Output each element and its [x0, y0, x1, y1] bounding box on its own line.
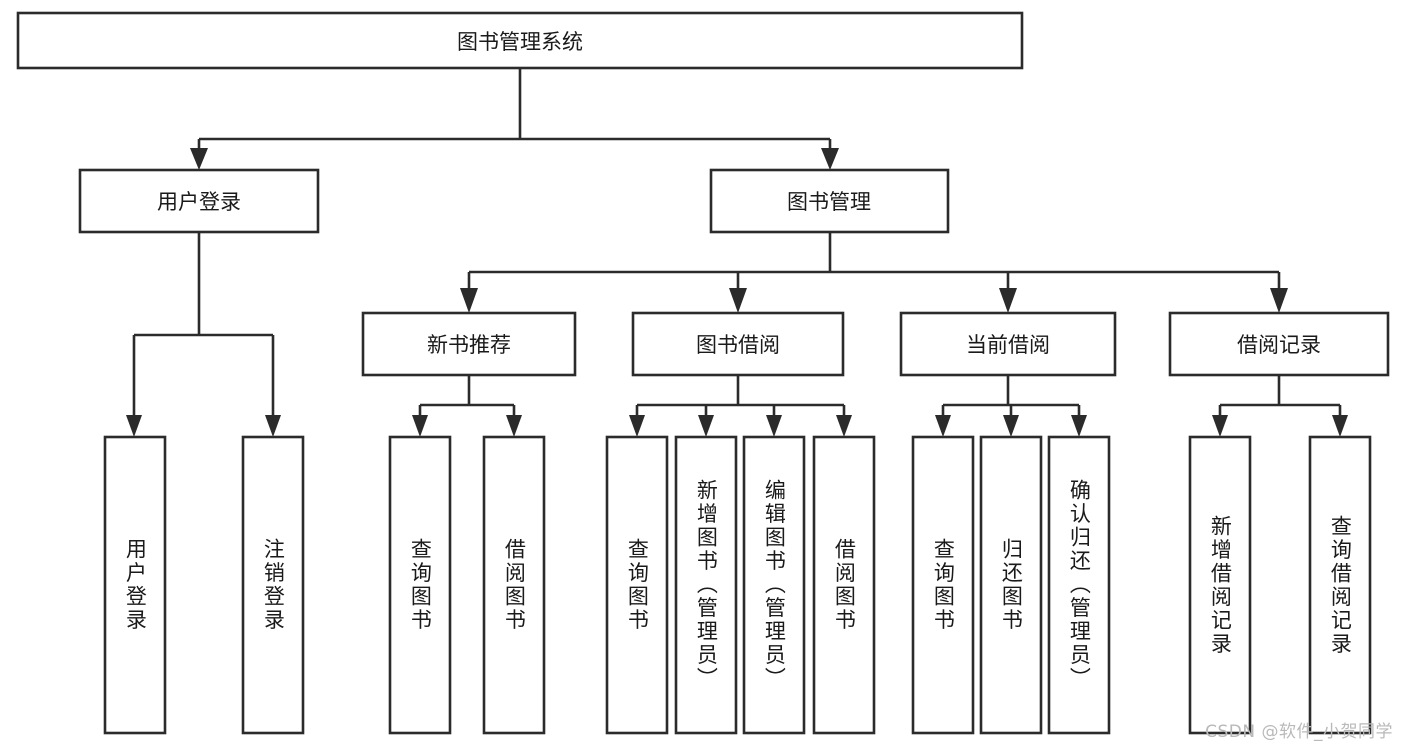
node-leaf-4[interactable] — [482, 435, 546, 735]
node-leaf-9[interactable] — [911, 435, 975, 735]
node-leaf-11[interactable] — [1047, 435, 1111, 735]
node-root[interactable] — [16, 11, 1024, 70]
arrow-icon-leaf-5 — [629, 415, 645, 437]
arrow-icon-to-newbook — [460, 288, 478, 313]
node-leaf-6[interactable] — [674, 435, 738, 735]
arrow-icon-leaf-7 — [766, 415, 782, 437]
arrow-icon-leaf-10 — [1003, 415, 1019, 437]
horizontal-label-layer: 图书管理系统 用户登录 图书管理 新书推荐 图书借阅 当前借阅 借阅记录 — [157, 30, 1321, 357]
node-book-management-label: 图书管理 — [787, 190, 871, 214]
arrow-icon-leaf-9 — [935, 415, 951, 437]
node-current-borrow[interactable] — [899, 311, 1117, 377]
node-current-borrow-label: 当前借阅 — [966, 333, 1050, 357]
node-root-label: 图书管理系统 — [457, 30, 583, 54]
node-layer — [16, 11, 1390, 735]
arrow-icon-leaf-2 — [265, 415, 281, 437]
node-book-borrow-label: 图书借阅 — [696, 333, 780, 357]
arrow-icon-to-user-login — [190, 148, 208, 170]
arrow-icon-leaf-12 — [1212, 415, 1228, 437]
node-borrow-record-label: 借阅记录 — [1237, 333, 1321, 357]
arrow-icon-leaf-6 — [698, 415, 714, 437]
node-borrow-record[interactable] — [1168, 311, 1390, 377]
arrow-icon-to-book-mgmt — [821, 148, 839, 170]
arrowhead-layer — [126, 148, 1348, 437]
node-leaf-1[interactable] — [103, 435, 167, 735]
node-user-login-label: 用户登录 — [157, 190, 241, 214]
arrow-icon-leaf-1 — [126, 415, 142, 437]
node-book-management[interactable] — [709, 168, 950, 234]
node-leaf-13[interactable] — [1308, 435, 1372, 735]
node-leaf-2[interactable] — [241, 435, 305, 735]
node-leaf-12[interactable] — [1188, 435, 1252, 735]
arrow-icon-leaf-11 — [1071, 415, 1087, 437]
arrow-icon-to-current — [999, 288, 1017, 313]
csdn-watermark: CSDN @软件_小贺同学 — [1205, 722, 1393, 742]
node-new-book-recommend[interactable] — [361, 311, 577, 377]
node-book-borrow[interactable] — [631, 311, 845, 377]
arrow-icon-leaf-3 — [412, 415, 428, 437]
node-new-book-recommend-label: 新书推荐 — [427, 333, 511, 357]
connector-layer — [132, 68, 1342, 415]
node-leaf-8[interactable] — [812, 435, 876, 735]
node-leaf-3[interactable] — [388, 435, 452, 735]
node-leaf-7[interactable] — [742, 435, 806, 735]
arrow-icon-leaf-8 — [836, 415, 852, 437]
arrow-icon-to-record — [1270, 288, 1288, 313]
node-leaf-5[interactable] — [605, 435, 669, 735]
node-leaf-10[interactable] — [979, 435, 1043, 735]
arrow-icon-to-borrow — [729, 288, 747, 313]
node-user-login[interactable] — [78, 168, 320, 234]
arrow-icon-leaf-4 — [506, 415, 522, 437]
arrow-icon-leaf-13 — [1332, 415, 1348, 437]
